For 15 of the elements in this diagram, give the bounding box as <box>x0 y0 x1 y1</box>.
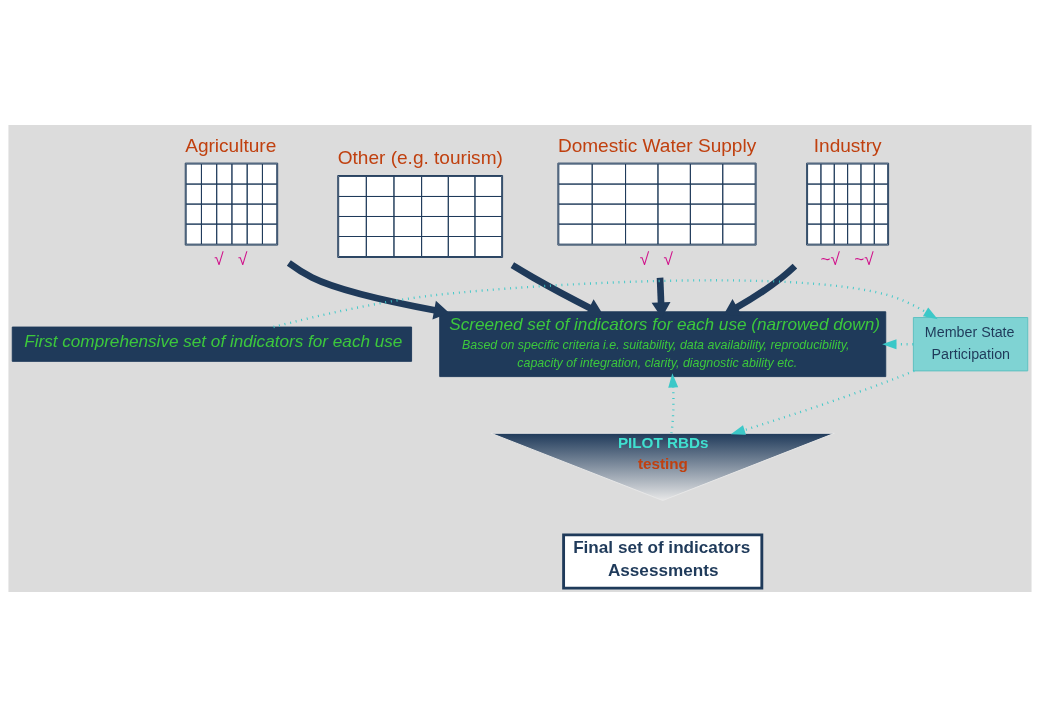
node-label: √ √ <box>214 248 248 269</box>
node-label: √ √ <box>639 248 673 269</box>
node-box: Member State Participation <box>912 317 1029 372</box>
arrow <box>286 260 450 320</box>
node-box: Final set of indicators Assessments <box>562 533 764 590</box>
arrow <box>668 373 679 434</box>
node-label: Domestic Water Supply <box>557 134 757 156</box>
arrow <box>273 279 938 329</box>
arrow <box>730 369 915 435</box>
node-label: Agriculture <box>185 134 277 156</box>
node-label: Industry <box>813 134 882 156</box>
node-label: Other (e.g. tourism) <box>337 147 503 169</box>
node-box: Screened set of indicators for each use (narrowed down) Based on specific criteria i.e. suitability, data availability, reproducibility, capacity of integration, clarity, diagnostic ability etc. <box>439 311 887 378</box>
node-label: ~√ ~√ <box>820 248 874 269</box>
node-box: First comprehensive set of indicators for each use <box>11 326 413 362</box>
